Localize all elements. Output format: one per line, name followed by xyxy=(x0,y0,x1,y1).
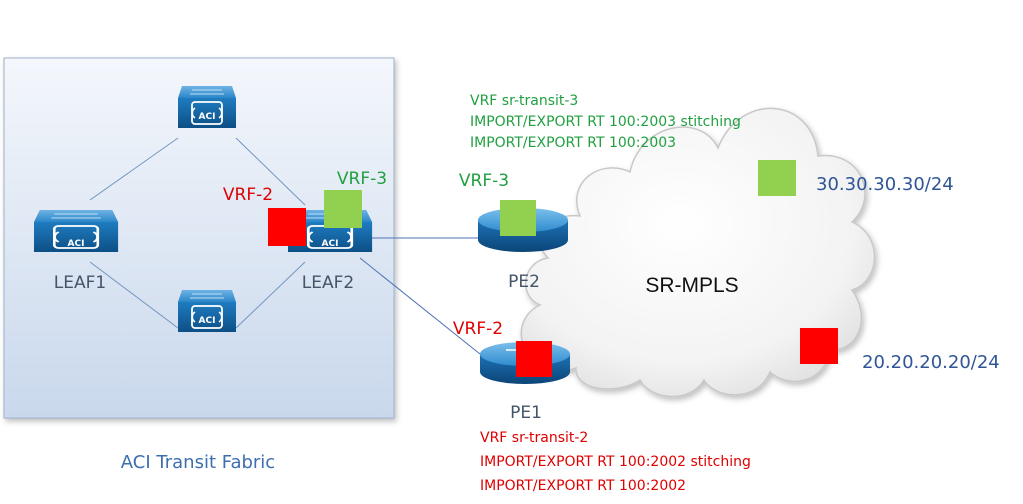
vrf2-label-leaf2: VRF-2 xyxy=(223,185,273,205)
note-red-line-2: IMPORT/EXPORT RT 100:2002 stitching xyxy=(480,454,751,470)
aci-badge-leaf2: ACI xyxy=(322,239,339,249)
vrf2-marker-cloud xyxy=(800,328,838,364)
note-red-line-3: IMPORT/EXPORT RT 100:2002 xyxy=(480,478,686,494)
spine1-switch[interactable]: ACI xyxy=(177,85,237,129)
vrf2-config-notes: VRF sr-transit-2 IMPORT/EXPORT RT 100:20… xyxy=(480,430,751,494)
link-spine2-leaf2 xyxy=(235,261,306,329)
link-leaf2-pe1 xyxy=(359,257,486,359)
spine2-switch[interactable]: ACI xyxy=(177,289,237,333)
note-green-line-1: VRF sr-transit-3 xyxy=(470,93,578,109)
fabric-title: ACI Transit Fabric xyxy=(121,452,275,473)
vrf3-config-notes: VRF sr-transit-3 IMPORT/EXPORT RT 100:20… xyxy=(470,93,741,151)
vrf3-marker-leaf2 xyxy=(324,190,362,228)
link-spine1-leaf2 xyxy=(235,137,306,206)
aci-badge-leaf1: ACI xyxy=(68,239,85,249)
vrf3-marker-pe2 xyxy=(500,200,536,236)
wan-links xyxy=(359,237,486,359)
leaf1-label: LEAF1 xyxy=(54,273,106,293)
note-green-line-2: IMPORT/EXPORT RT 100:2003 stitching xyxy=(470,114,741,130)
aci-badge-spine2: ACI xyxy=(199,316,216,326)
link-leaf1-spine1 xyxy=(89,137,179,201)
leaf2-label: LEAF2 xyxy=(302,273,354,293)
vrf3-label-leaf2: VRF-3 xyxy=(337,169,387,189)
aci-badge-spine1: ACI xyxy=(199,112,216,122)
link-leaf1-spine2 xyxy=(89,261,179,329)
prefix-vrf3: 30.30.30.30/24 xyxy=(816,174,954,195)
vrf3-label-pe2: VRF-3 xyxy=(459,171,509,191)
pe2-label: PE2 xyxy=(508,272,540,292)
vrf2-marker-leaf2 xyxy=(268,208,306,246)
pe1-label: PE1 xyxy=(510,403,542,423)
vrf2-label-pe1: VRF-2 xyxy=(453,319,503,339)
cloud-title: SR-MPLS xyxy=(645,274,738,297)
note-green-line-3: IMPORT/EXPORT RT 100:2003 xyxy=(470,135,676,151)
vrf2-marker-pe1 xyxy=(516,341,552,377)
prefix-vrf2: 20.20.20.20/24 xyxy=(862,352,1000,373)
note-red-line-1: VRF sr-transit-2 xyxy=(480,430,588,446)
vrf3-marker-cloud xyxy=(758,160,796,196)
fabric-links xyxy=(89,137,306,329)
